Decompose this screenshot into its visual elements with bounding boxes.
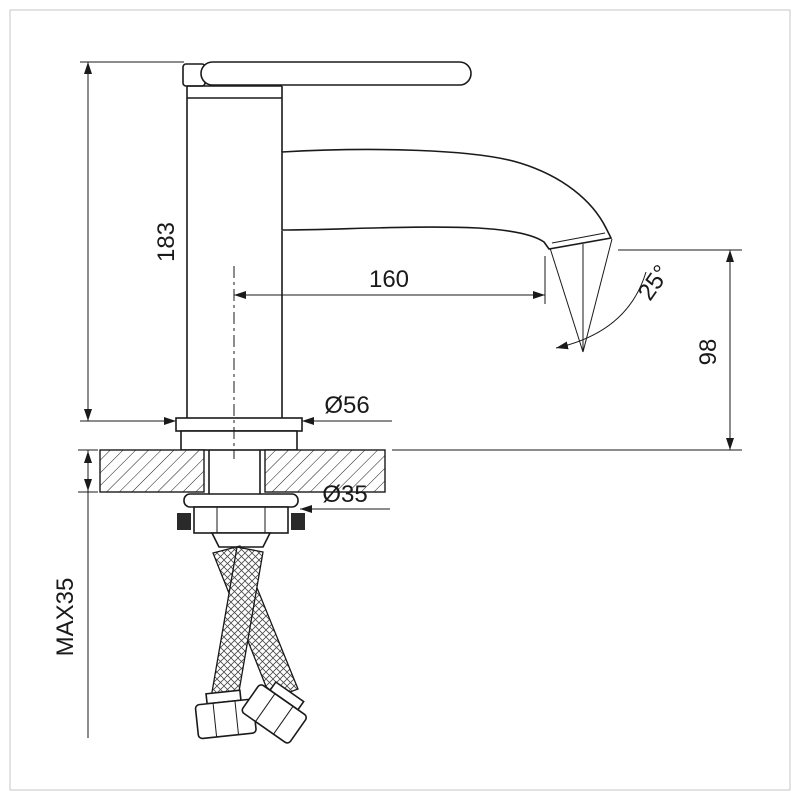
mounting-stud-left [177,513,191,530]
drawing-frame [9,9,791,791]
mounting-stud-right [291,513,305,530]
faucet-spout [281,148,613,250]
gasket-washer [183,493,299,508]
hose-nut-right [241,680,307,744]
dim-max-deck-thickness [78,449,98,738]
hose-nut-left [194,689,257,740]
lock-nut [177,506,305,534]
dim-label-base-diameter: Ø56 [324,392,369,419]
aerator-line [551,232,606,244]
dim-label-spout-reach: 160 [369,266,409,293]
shank-end [210,532,272,548]
countertop-right [264,449,386,493]
dim-spout-reach [234,256,546,304]
faucet-base-flange [175,417,303,451]
angle-arc-arrow [555,271,647,350]
stream-angle-indicator [549,238,647,353]
dim-label-overall-height: 183 [153,222,180,262]
dim-label-shank-diameter: Ø35 [322,481,367,508]
lever-handle [200,61,472,86]
dim-label-max-deck-thickness: MAX35 [52,578,79,657]
dim-label-outlet-height: 98 [695,339,722,366]
threaded-shank [208,450,261,495]
countertop-left [99,449,205,493]
dim-outlet-height [392,249,742,451]
dim-label-stream-angle: 25° [633,260,676,305]
faucet-body [186,85,283,418]
